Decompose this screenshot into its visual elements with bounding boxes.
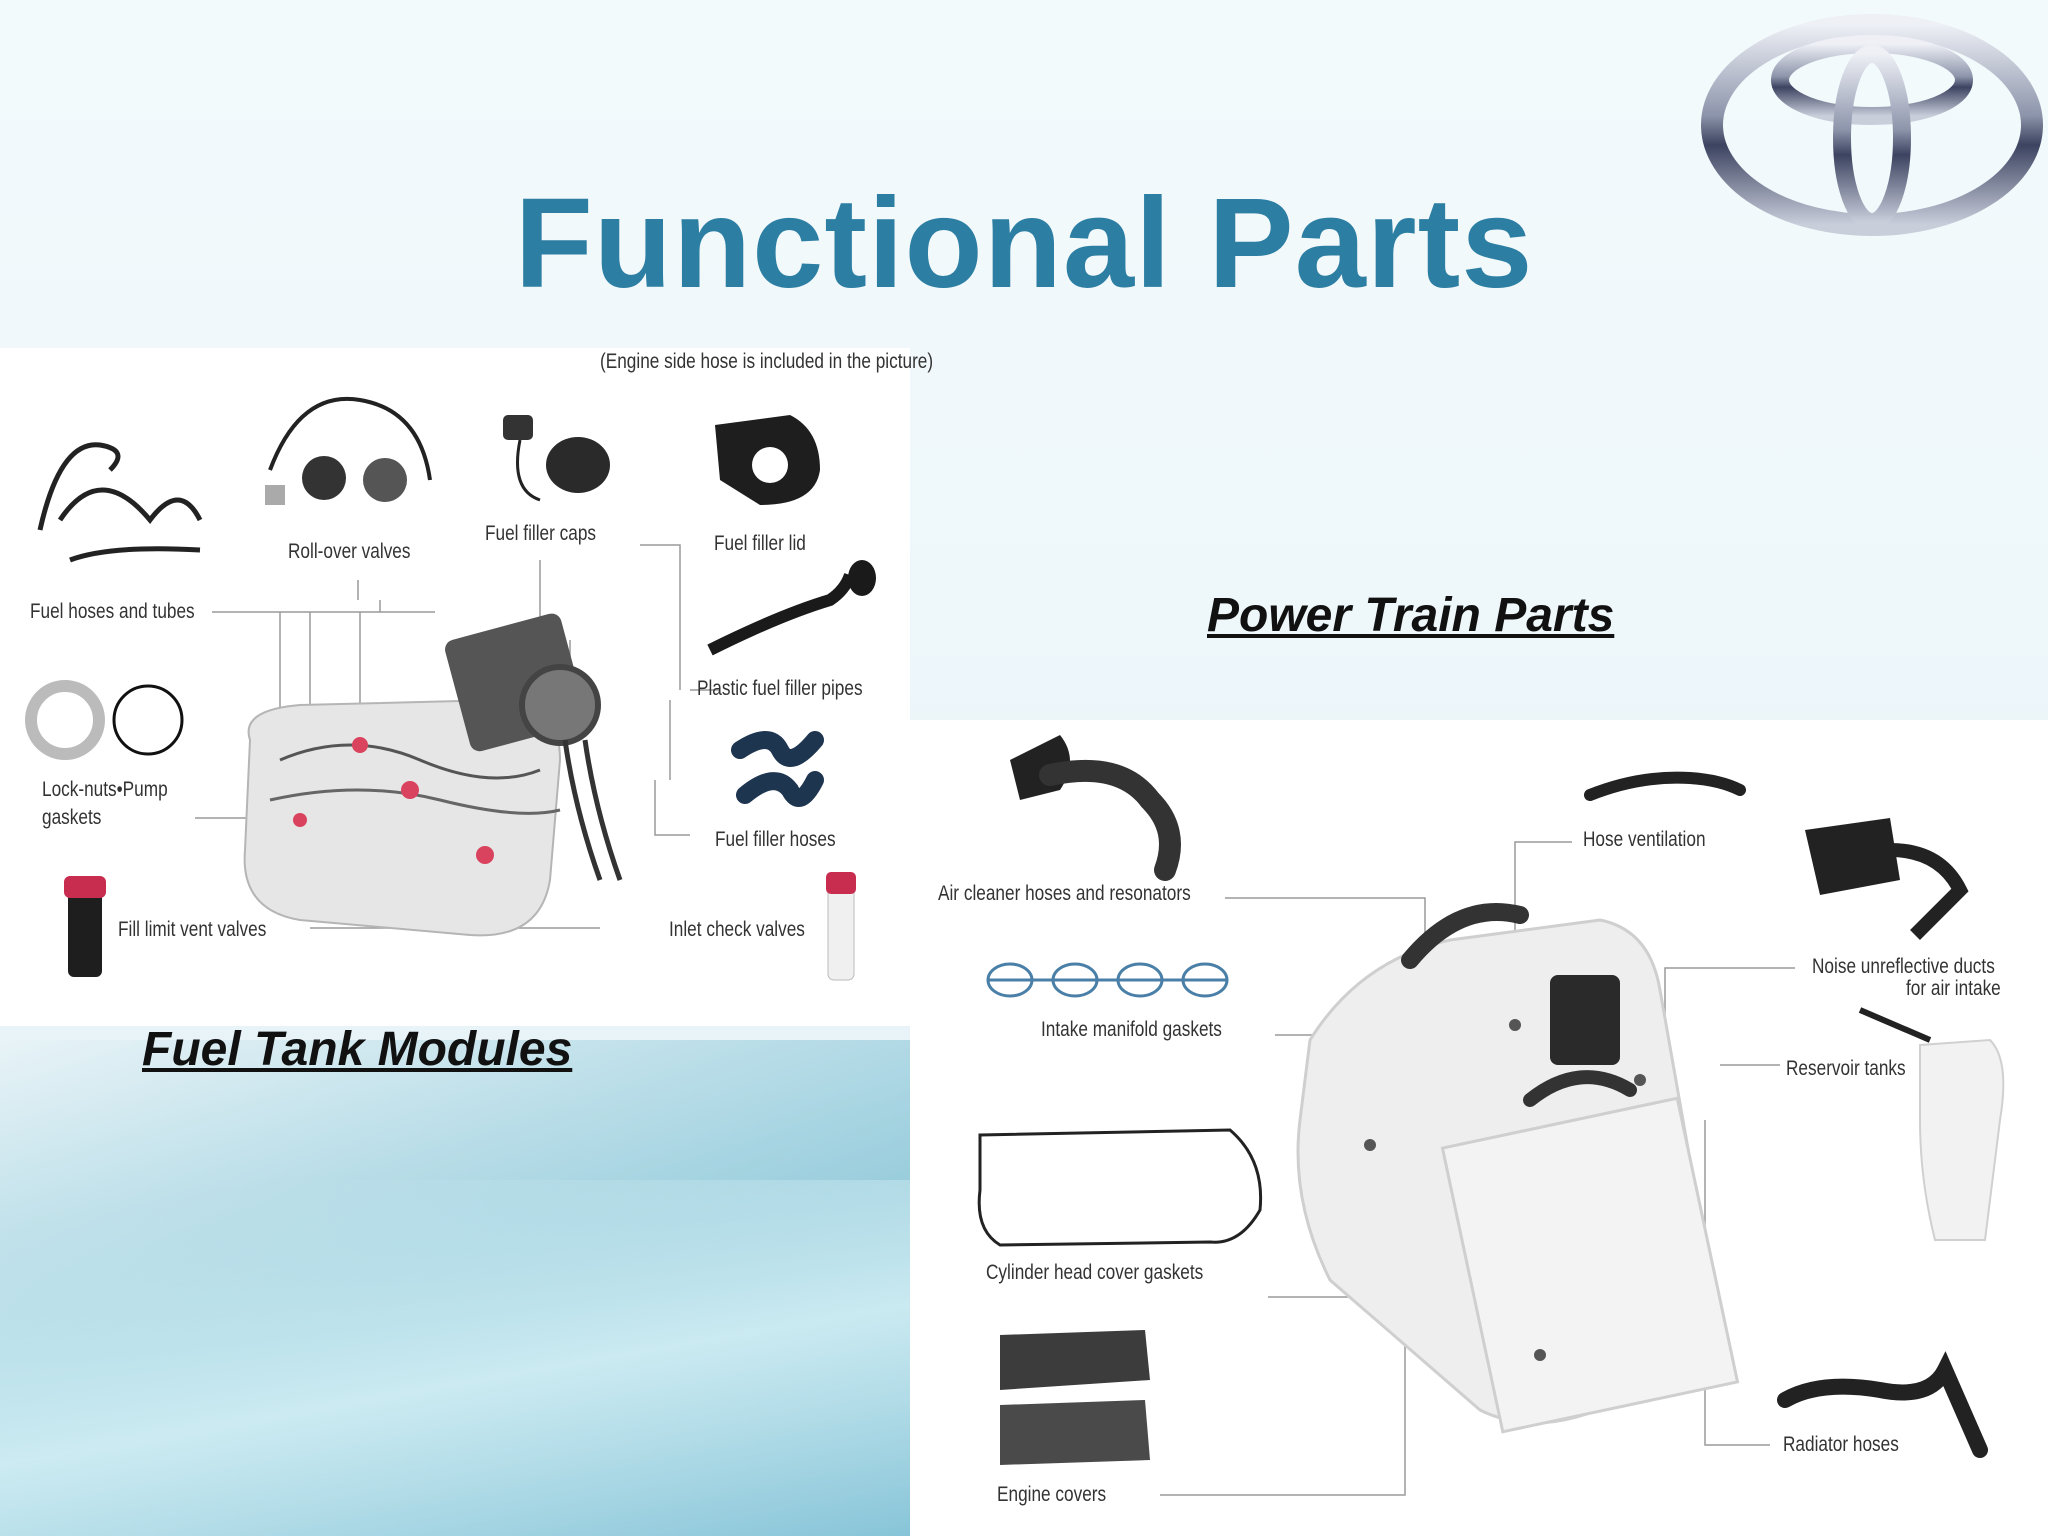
hose-ventilation-icon bbox=[1584, 771, 1746, 801]
fuel-tank-icon bbox=[243, 698, 562, 937]
label-rollover-valves: Roll-over valves bbox=[288, 540, 411, 563]
label-hose-ventilation: Hose ventilation bbox=[1583, 828, 1706, 851]
diagram-note: (Engine side hose is included in the pic… bbox=[600, 350, 934, 373]
fuel-filler-cap-icon bbox=[503, 415, 610, 502]
label-intake-manifold-gaskets: Intake manifold gaskets bbox=[1041, 1018, 1222, 1041]
fill-limit-vent-valve-icon bbox=[64, 876, 106, 977]
label-fuel-filler-caps: Fuel filler caps bbox=[485, 522, 597, 545]
label-reservoir-tanks: Reservoir tanks bbox=[1786, 1057, 1906, 1080]
label-inlet-check-valves: Inlet check valves bbox=[669, 918, 805, 941]
label-plastic-filler-pipes: Plastic fuel filler pipes bbox=[697, 677, 863, 700]
background-wave-light bbox=[0, 1180, 920, 1536]
label-fuel-filler-hoses: Fuel filler hoses bbox=[715, 828, 836, 851]
noise-duct-icon bbox=[1805, 818, 1969, 940]
fuel-filler-lid-icon bbox=[715, 415, 820, 505]
label-air-cleaner-hoses: Air cleaner hoses and resonators bbox=[938, 882, 1191, 905]
intake-manifold-gasket-icon bbox=[986, 962, 1229, 998]
air-cleaner-hose-icon bbox=[1010, 735, 1181, 881]
label-radiator-hoses: Radiator hoses bbox=[1783, 1433, 1899, 1456]
engine-cover-icon bbox=[1000, 1330, 1150, 1465]
rollover-valves-icon bbox=[265, 396, 432, 505]
label-lock-nuts-line2: gaskets bbox=[42, 806, 102, 829]
label-lock-nuts-line1: Lock-nuts•Pump bbox=[42, 778, 168, 801]
section-title-fuel-tank: Fuel Tank Modules bbox=[142, 1023, 573, 1076]
section-title-power-train: Power Train Parts bbox=[1207, 589, 1615, 642]
engine-icon bbox=[1296, 903, 1740, 1434]
inlet-check-valve-icon bbox=[826, 872, 856, 981]
page-title: Functional Parts bbox=[514, 172, 1534, 315]
label-fill-limit-valves: Fill limit vent valves bbox=[118, 918, 267, 941]
fuel-hoses-icon bbox=[37, 442, 203, 563]
label-cylinder-head-gaskets: Cylinder head cover gaskets bbox=[986, 1261, 1204, 1284]
reservoir-tank-icon bbox=[1858, 1007, 2005, 1241]
label-noise-ducts-line1: Noise unreflective ducts bbox=[1812, 955, 1995, 978]
label-fuel-filler-lid: Fuel filler lid bbox=[714, 532, 806, 555]
toyota-logo-icon bbox=[1701, 14, 2043, 236]
fuel-filler-hoses-icon bbox=[731, 731, 824, 807]
filler-neck-icon bbox=[445, 613, 623, 881]
radiator-hose-icon bbox=[1777, 1351, 1988, 1458]
plastic-filler-pipes-icon bbox=[707, 560, 876, 656]
lock-nut-gasket-icon bbox=[25, 680, 184, 760]
label-noise-ducts-line2: for air intake bbox=[1906, 977, 2001, 1000]
label-engine-covers: Engine covers bbox=[997, 1483, 1107, 1506]
cylinder-head-gasket-icon bbox=[977, 1128, 1263, 1247]
label-fuel-hoses: Fuel hoses and tubes bbox=[30, 600, 195, 623]
